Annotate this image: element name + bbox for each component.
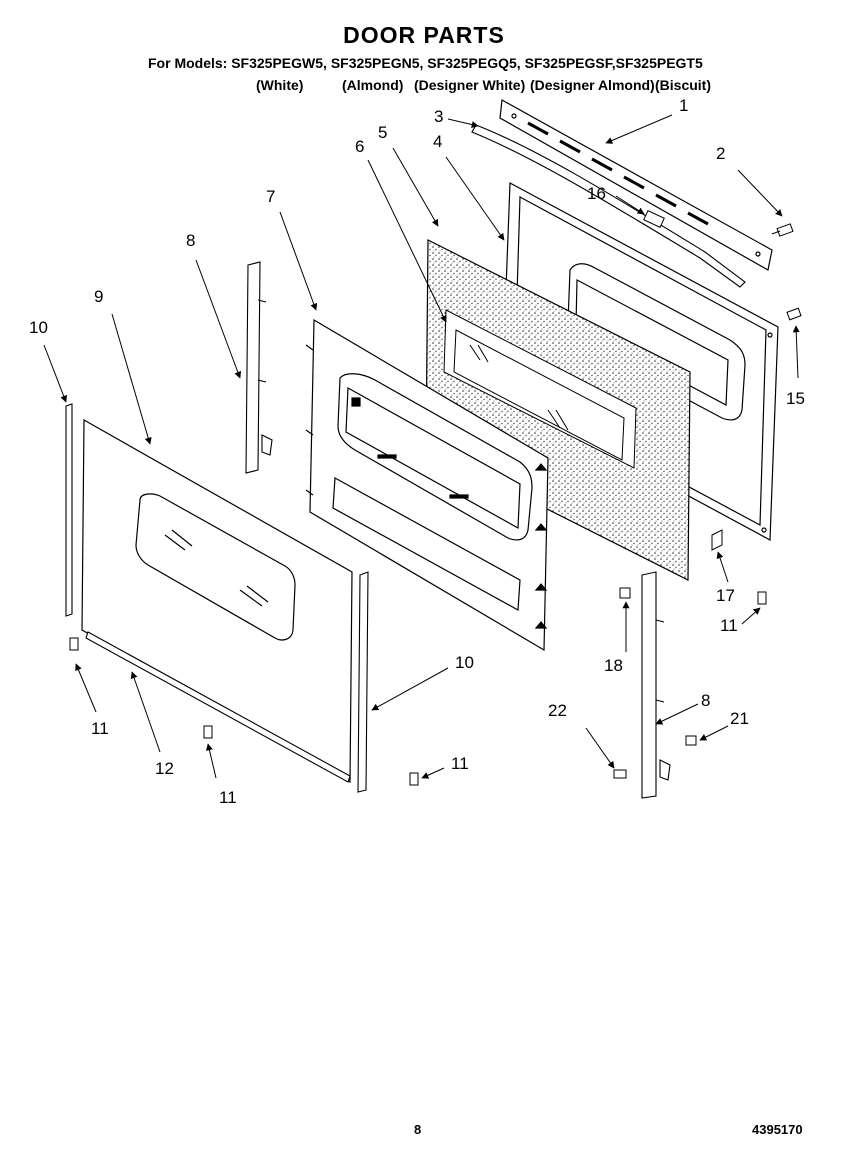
callout-22: 22	[548, 701, 567, 720]
hinge-channel-right	[641, 571, 671, 799]
callout-11-right: 11	[451, 754, 469, 773]
outer-glass-panel	[81, 418, 353, 784]
color-label-biscuit: (Biscuit)	[655, 77, 711, 93]
side-trim-right	[357, 571, 369, 793]
callout-16: 16	[587, 184, 606, 203]
callout-15: 15	[786, 389, 805, 408]
callout-5: 5	[378, 123, 388, 142]
callout-1: 1	[679, 96, 689, 115]
color-label-white: (White)	[256, 77, 304, 93]
page-number: 8	[414, 1122, 422, 1137]
callout-2: 2	[716, 144, 726, 163]
callout-12: 12	[155, 759, 174, 778]
inner-door-liner	[305, 318, 549, 652]
models-line: For Models: SF325PEGW5, SF325PEGN5, SF32…	[148, 55, 703, 71]
callout-21: 21	[730, 709, 749, 728]
callout-11-bottom: 11	[219, 788, 237, 807]
callout-11-side: 11	[720, 616, 738, 635]
callout-10-left: 10	[29, 318, 48, 337]
part-number: 4395170	[752, 1122, 803, 1137]
callout-8-left: 8	[186, 231, 196, 250]
vent-bracket	[471, 124, 746, 288]
callout-10-right: 10	[455, 653, 474, 672]
callout-18: 18	[604, 656, 623, 675]
side-trim-left	[65, 403, 73, 617]
callout-3: 3	[434, 107, 444, 126]
callout-11-left: 11	[91, 719, 109, 738]
bottom-trim	[85, 631, 351, 783]
callout-17: 17	[716, 586, 735, 605]
inner-glass	[453, 329, 625, 461]
callout-6: 6	[355, 137, 365, 156]
callout-8-right: 8	[701, 691, 711, 710]
callout-7: 7	[266, 187, 276, 206]
page-title: DOOR PARTS	[343, 22, 505, 48]
screw-2	[771, 223, 794, 237]
small-parts	[69, 210, 802, 786]
hinge-channel-left	[245, 261, 273, 474]
color-label-designer-almond: (Designer Almond)	[530, 77, 655, 93]
color-label-almond: (Almond)	[342, 77, 404, 93]
vent-trim	[499, 99, 773, 271]
callout-9: 9	[94, 287, 104, 306]
callout-4: 4	[433, 132, 443, 151]
color-label-designer-white: (Designer White)	[414, 77, 526, 93]
